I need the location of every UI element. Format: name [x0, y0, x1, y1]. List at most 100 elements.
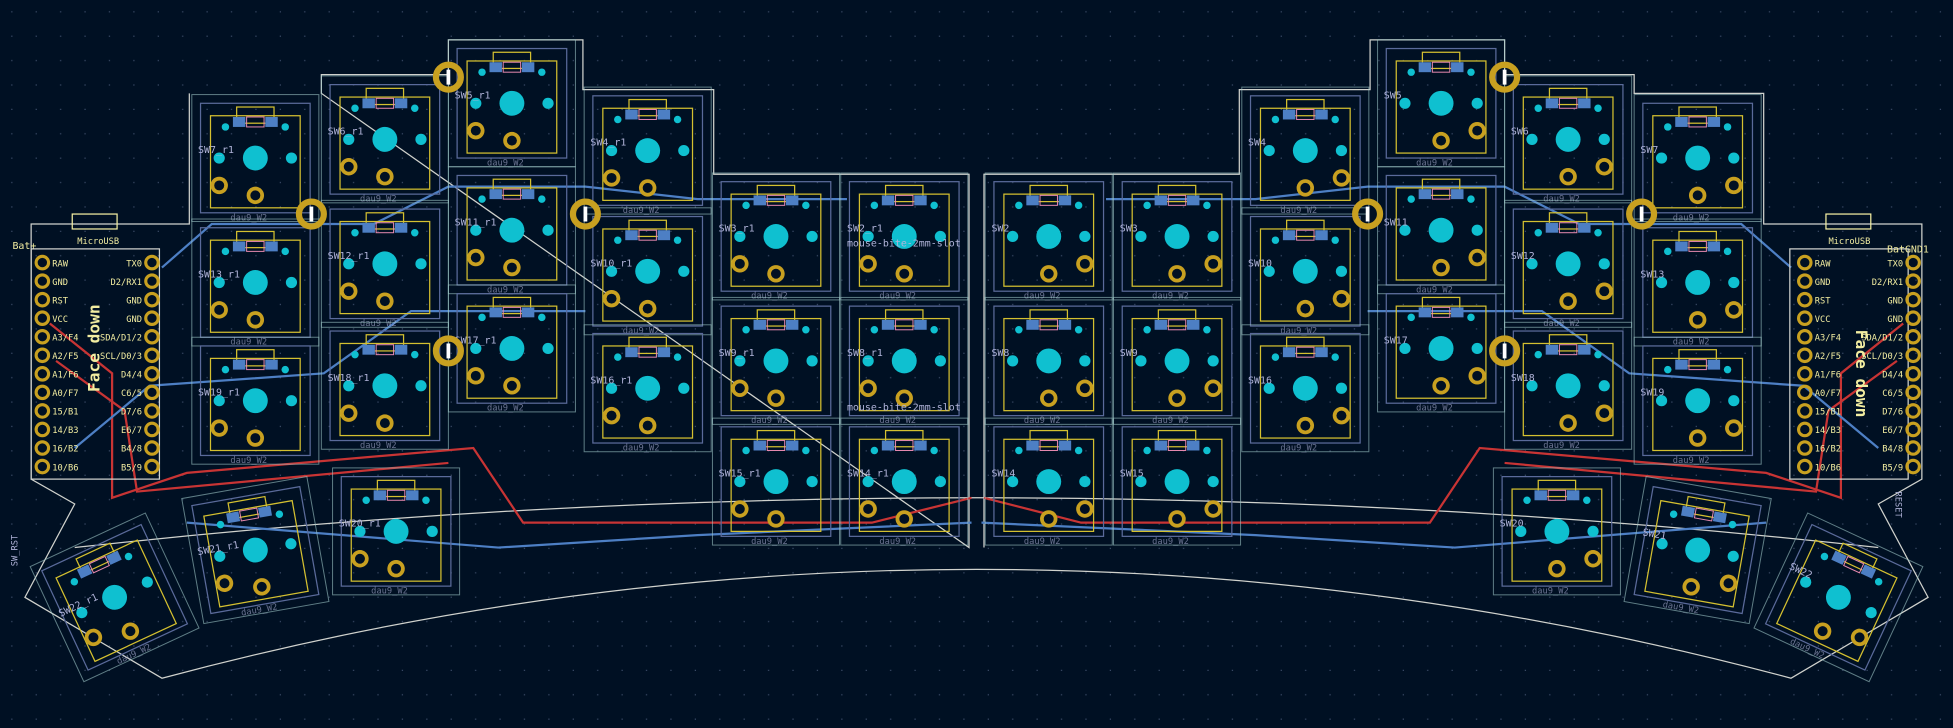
pin-label: GND: [126, 296, 142, 306]
pin-label: 16/B2: [52, 445, 78, 455]
center-hole: [1428, 90, 1454, 116]
cell-outline: [1113, 296, 1242, 425]
side-hole: [1526, 380, 1538, 392]
small-hole: [870, 201, 879, 210]
pad-hole: [899, 393, 910, 404]
small-hole: [1534, 350, 1542, 359]
small-hole: [1203, 326, 1211, 334]
switch-footprints: SW7_r1dau9_W2SW13_r1dau9_W2SW19_r1dau9_W…: [29, 39, 1924, 683]
small-hole: [1467, 195, 1475, 203]
pad-hole: [1208, 258, 1219, 269]
silk-outline: [1259, 228, 1351, 322]
header-pin: [1905, 440, 1921, 456]
diode-body: [1296, 229, 1315, 241]
diode-pad: [753, 195, 767, 206]
pin-label: 15/B1: [52, 408, 78, 418]
diode-body: [1167, 440, 1187, 451]
side-hole: [934, 230, 946, 243]
courtyard: [456, 47, 568, 159]
small-hole: [1143, 326, 1151, 334]
pad-hole: [88, 632, 99, 643]
diode-pad: [1712, 511, 1727, 524]
small-hole: [802, 201, 810, 210]
front-copper-trace: [55, 359, 449, 493]
pad-hole: [863, 258, 874, 269]
pad-hole: [1551, 563, 1562, 574]
pin-label: A2/F5: [52, 352, 78, 362]
silk-outline: [1652, 357, 1744, 452]
diode-body: [766, 194, 786, 206]
pin-label: SCL/D0/3: [1861, 352, 1903, 362]
diode-silk: [1157, 309, 1197, 327]
small-hole: [1723, 247, 1732, 256]
side-hole: [213, 276, 225, 289]
header-pin: [144, 403, 160, 419]
pad-hole: [606, 293, 617, 304]
diode-silk: [1684, 495, 1726, 520]
courtyard: [1121, 181, 1233, 292]
small-hole: [538, 68, 546, 76]
diode-pad: [1675, 116, 1688, 127]
side-hole: [1598, 133, 1610, 145]
diode-pad: [1154, 319, 1168, 330]
diode-silk: [1286, 219, 1325, 238]
silk-outline: [1652, 239, 1744, 333]
silk-outline: [1395, 60, 1487, 154]
pin-label: VCC: [52, 315, 68, 325]
diode-body: [1039, 319, 1058, 331]
center-hole: [1292, 375, 1318, 401]
diode-silk: [1678, 349, 1717, 367]
diode-silk: [492, 51, 532, 70]
diode-silk: [227, 495, 269, 520]
switch-ref: SW15: [1120, 469, 1144, 480]
pin-label: RAW: [1815, 259, 1831, 269]
pad-hole: [1692, 314, 1703, 325]
pad-hole: [863, 504, 874, 514]
pin-label: D7/6: [121, 408, 142, 418]
center-hole: [635, 258, 661, 284]
diode-pad: [1545, 222, 1559, 233]
diode-pad: [1675, 241, 1688, 252]
footprint-label: dau9_W2: [1543, 319, 1580, 329]
pin-label: C6/5: [1882, 389, 1903, 399]
